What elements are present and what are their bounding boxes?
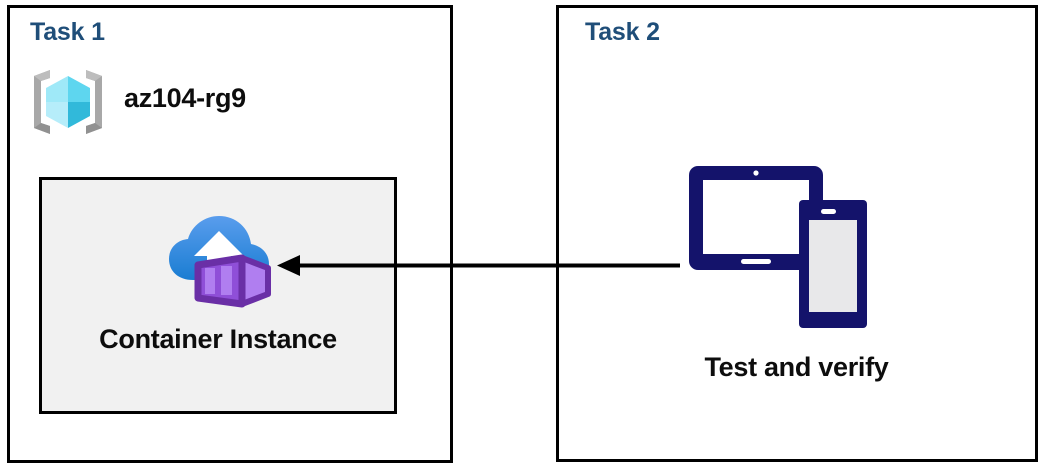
test-and-verify-label: Test and verify [704, 352, 889, 382]
container-instance-label: Container Instance [99, 324, 337, 354]
resource-group-label: az104-rg9 [124, 83, 246, 113]
azure-container-instance-icon [169, 216, 271, 308]
container-instance-card: Container Instance [39, 177, 397, 414]
task-2-title: Task 2 [585, 18, 660, 46]
arrow-task2-to-task1 [277, 255, 680, 276]
tablet-and-phone-icon [689, 166, 867, 328]
resource-group-row: az104-rg9 [28, 62, 318, 142]
azure-resource-group-icon [34, 70, 102, 134]
task-1-title: Task 1 [30, 18, 105, 46]
